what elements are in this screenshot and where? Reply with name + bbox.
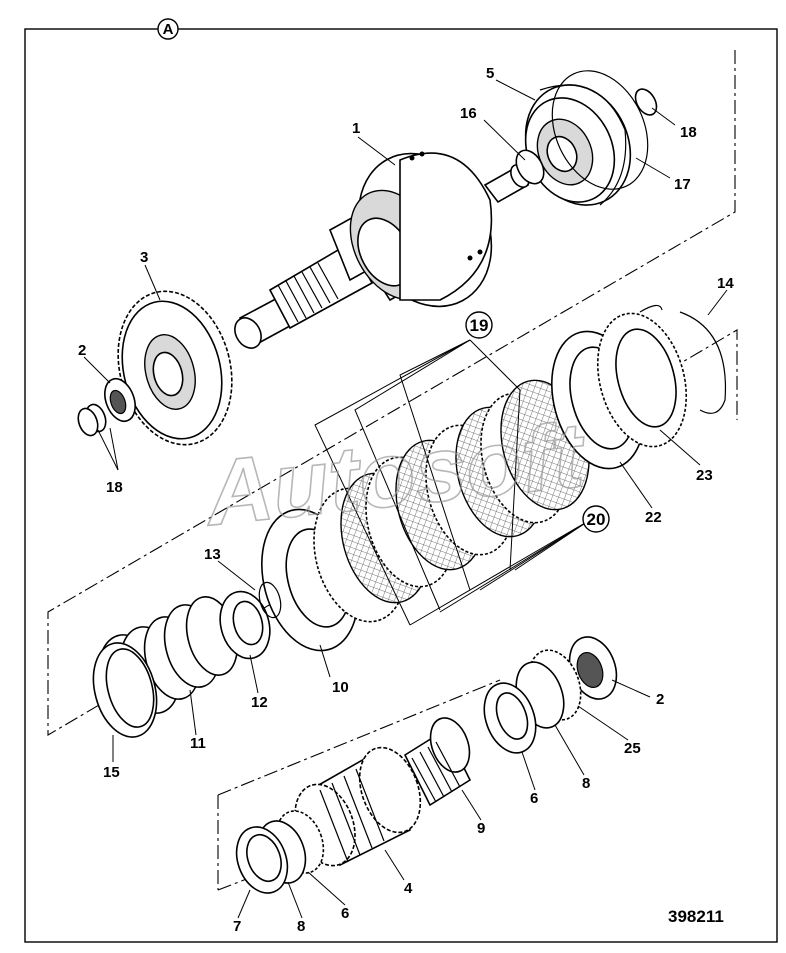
callout-9: 9 (477, 820, 485, 837)
callout-11: 11 (190, 735, 206, 752)
circled-ref-20: 20 (582, 505, 610, 533)
o-ring-part-18-upper (634, 88, 658, 116)
callout-15: 15 (103, 764, 120, 781)
bearing-part-2-upper (104, 377, 136, 423)
pack-leader-lines (314, 339, 591, 626)
callout-14: 14 (717, 275, 734, 292)
ring-part-15 (92, 642, 158, 738)
snap-ring-part-13 (258, 581, 282, 619)
callout-22: 22 (645, 509, 662, 526)
callout-1: 1 (352, 120, 360, 137)
clutch-shaft-part-1 (234, 151, 530, 349)
callout-23: 23 (696, 467, 713, 484)
svg-text:20: 20 (587, 510, 606, 529)
drawing-number: 398211 (668, 907, 724, 926)
callout-3: 3 (140, 249, 148, 266)
callout-8-left: 8 (297, 918, 305, 935)
clutch-plate-pack-part-19-20 (261, 379, 590, 652)
snap-ring-part-14 (679, 311, 727, 414)
seal-part-17 (551, 70, 649, 190)
gear-part-3 (117, 290, 233, 446)
callout-6-left: 6 (341, 905, 349, 922)
callout-25: 25 (624, 740, 641, 757)
svg-text:19: 19 (470, 316, 489, 335)
drawing-frame (24, 28, 778, 943)
upper-group-outline (47, 50, 738, 736)
washer-part-12 (219, 590, 271, 660)
callout-8-right: 8 (582, 775, 590, 792)
callout-2-upper: 2 (78, 342, 86, 359)
gear-part-4 (294, 746, 422, 867)
plate-part-23 (596, 312, 688, 448)
svg-text:A: A (163, 21, 174, 38)
callout-leaders (83, 79, 728, 919)
callout-labels: 1 2 2 3 4 5 6 6 7 8 8 9 10 11 12 13 14 1… (78, 65, 734, 935)
callout-7: 7 (233, 918, 241, 935)
bearing-part-2-lower (568, 636, 618, 700)
callout-10: 10 (332, 679, 349, 696)
callout-2-lower: 2 (656, 691, 664, 708)
ring-part-7 (235, 826, 289, 894)
needle-bearing-part-9 (403, 717, 472, 807)
callout-16: 16 (460, 105, 477, 122)
snap-rings-part-18-lower (77, 403, 107, 437)
callout-12: 12 (251, 694, 268, 711)
callout-18-upper: 18 (680, 124, 697, 141)
callout-6-right: 6 (530, 790, 538, 807)
callout-4: 4 (404, 880, 413, 897)
snap-ring-part-14b (639, 304, 663, 313)
circled-ref-19: 19 (465, 311, 493, 339)
callout-13: 13 (204, 546, 221, 563)
callout-18-lower: 18 (106, 479, 123, 496)
view-marker: A (157, 18, 179, 40)
piston-part-5 (524, 84, 632, 206)
callout-17: 17 (674, 176, 691, 193)
callout-5: 5 (486, 65, 494, 82)
thrust-washer-part-6-right (483, 682, 537, 754)
